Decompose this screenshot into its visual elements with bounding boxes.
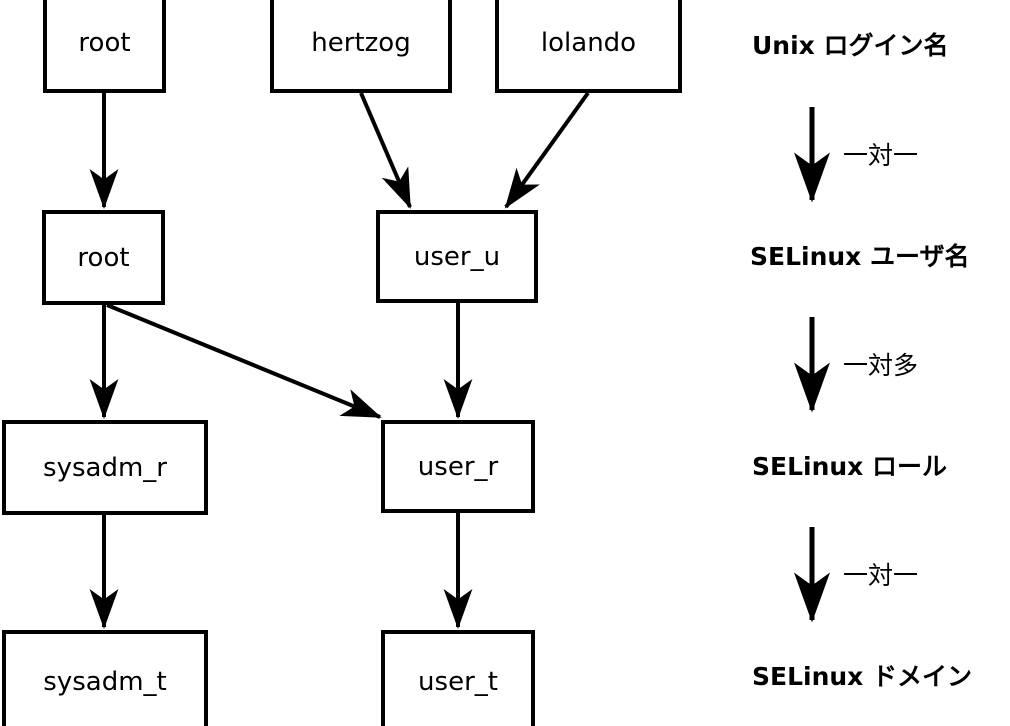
node-label-lolando: lolando bbox=[540, 27, 637, 58]
node-hertzog[interactable]: hertzog bbox=[270, 0, 452, 93]
node-sysadm_r[interactable]: sysadm_r bbox=[2, 420, 208, 515]
node-sysadm_t[interactable]: sysadm_t bbox=[2, 630, 208, 726]
node-user_r[interactable]: user_r bbox=[381, 420, 535, 513]
legend-level-unix-login-name: Unix ログイン名 bbox=[752, 31, 949, 60]
node-label-hertzog: hertzog bbox=[311, 27, 411, 58]
node-label-user_r: user_r bbox=[417, 451, 499, 482]
legend-relation-rel-role-to-domain: 一対一 bbox=[843, 561, 919, 590]
node-user_u[interactable]: user_u bbox=[376, 210, 538, 303]
legend-relation-rel-login-to-user: 一対一 bbox=[843, 141, 919, 170]
legend-level-selinux-domain: SELinux ドメイン bbox=[752, 662, 973, 691]
edge-root-seuser-to-user-r bbox=[106, 303, 382, 419]
node-root_login[interactable]: root bbox=[43, 0, 166, 93]
legend-level-selinux-user-name: SELinux ユーザ名 bbox=[750, 242, 970, 271]
node-label-root_login: root bbox=[78, 27, 131, 58]
node-label-root_seuser: root bbox=[77, 242, 130, 273]
node-user_t[interactable]: user_t bbox=[381, 630, 535, 726]
legend-level-selinux-role: SELinux ロール bbox=[752, 452, 948, 481]
node-label-sysadm_t: sysadm_t bbox=[43, 667, 167, 697]
edge-lolando-to-user-u bbox=[504, 91, 590, 209]
node-label-user_t: user_t bbox=[418, 667, 498, 697]
edge-hertzog-to-user-u bbox=[359, 92, 412, 209]
node-label-user_u: user_u bbox=[413, 241, 501, 272]
node-label-sysadm_r: sysadm_r bbox=[43, 452, 167, 483]
node-root_seuser[interactable]: root bbox=[42, 210, 165, 305]
node-lolando[interactable]: lolando bbox=[495, 0, 682, 93]
edges-group bbox=[89, 91, 590, 629]
legend-relation-rel-user-to-role: 一対多 bbox=[843, 351, 919, 380]
